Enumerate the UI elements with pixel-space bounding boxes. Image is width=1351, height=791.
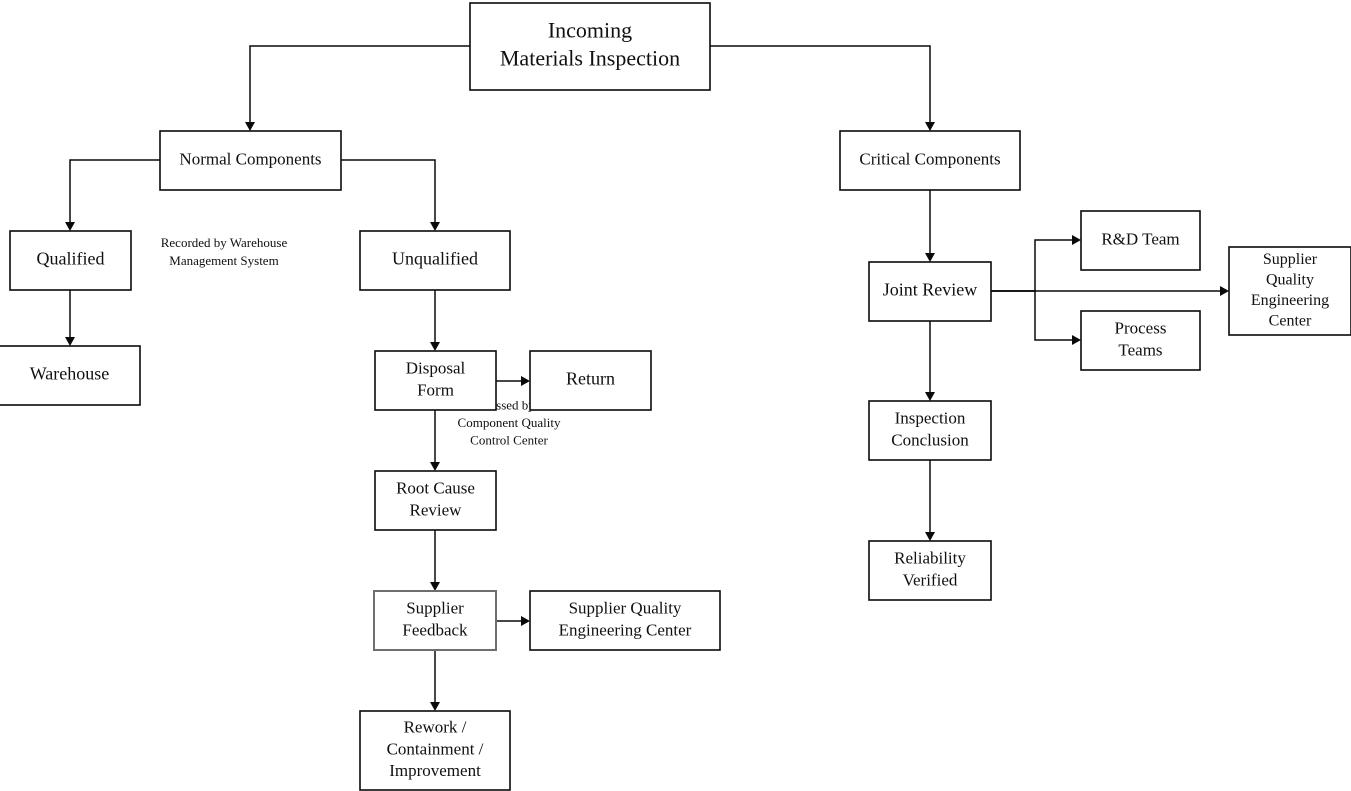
node-label: Engineering <box>1251 292 1329 309</box>
node-label: Form <box>417 380 454 399</box>
edge-label-line: Recorded by Warehouse <box>161 235 288 250</box>
edge-joint-review-to-inspection-conclusion <box>925 321 935 401</box>
node-box[interactable] <box>359 710 511 791</box>
node-label: Teams <box>1118 340 1162 359</box>
node-label: Incoming <box>548 17 632 42</box>
node-label: Rework / <box>404 718 467 737</box>
node-unqualified[interactable]: Unqualified <box>359 230 511 291</box>
node-label: Materials Inspection <box>500 46 680 71</box>
node-rework-containment-improvement[interactable]: Rework / Containment / Improvement <box>359 710 511 791</box>
edge-joint-review-to-process-teams <box>991 290 1081 345</box>
node-label: Supplier <box>406 599 464 618</box>
node-box[interactable] <box>374 470 497 531</box>
node-label: Feedback <box>402 620 468 639</box>
edge-unqualified-to-disposal <box>430 290 440 351</box>
node-box[interactable] <box>529 590 721 651</box>
edge-joint-review-to-rd-team <box>991 235 1081 292</box>
node-label: Critical Components <box>859 149 1000 168</box>
node-box[interactable] <box>1080 210 1201 271</box>
edge-normal-to-unqualified <box>341 159 440 231</box>
node-label: Unqualified <box>392 249 478 269</box>
edge-disposal-to-return <box>496 376 530 386</box>
node-label: Inspection <box>895 409 966 428</box>
node-return[interactable]: Return <box>529 350 652 411</box>
node-label: Supplier Quality <box>569 599 682 618</box>
edge-qualified-to-warehouse <box>65 290 75 346</box>
node-box[interactable] <box>0 345 141 406</box>
node-normal-components[interactable]: Normal Components <box>159 130 342 191</box>
node-label: Center <box>1269 312 1312 329</box>
node-label: Return <box>566 369 615 389</box>
node-joint-review[interactable]: Joint Review <box>868 261 992 322</box>
node-label: Root Cause <box>396 479 475 498</box>
node-qualified[interactable]: Qualified <box>9 230 132 291</box>
edge-inspection-conclusion-to-reliability <box>925 460 935 541</box>
node-label: Process <box>1115 319 1167 338</box>
node-box[interactable] <box>868 400 992 461</box>
node-label: Improvement <box>389 761 481 780</box>
node-label: Qualified <box>37 249 105 269</box>
node-box[interactable] <box>1228 246 1351 336</box>
node-label: Reliability <box>894 549 966 568</box>
node-label: Review <box>410 500 463 519</box>
edge-joint-review-to-sqec <box>991 286 1229 296</box>
node-box[interactable] <box>374 350 497 411</box>
node-critical-components[interactable]: Critical Components <box>839 130 1021 191</box>
node-label: Normal Components <box>179 149 321 168</box>
edge-label-line: Component Quality <box>458 415 561 430</box>
node-box[interactable] <box>9 230 132 291</box>
edge-root-to-normal <box>245 45 470 131</box>
node-warehouse[interactable]: Warehouse <box>0 345 141 406</box>
node-box[interactable] <box>529 350 652 411</box>
edge-critical-to-joint-review <box>925 190 935 262</box>
edge-supplier-feedback-to-rework <box>430 650 440 711</box>
edges-layer <box>65 45 1229 711</box>
node-label: Conclusion <box>891 430 969 449</box>
edge-label-line: Management System <box>169 253 278 268</box>
node-label: R&D Team <box>1101 229 1179 248</box>
node-label: Containment / <box>387 739 484 758</box>
node-box[interactable] <box>373 590 497 651</box>
node-box[interactable] <box>868 540 992 601</box>
node-rd-team[interactable]: R&D Team <box>1080 210 1201 271</box>
node-label: Engineering Center <box>559 620 692 639</box>
node-label: Disposal <box>406 359 466 378</box>
node-label: Supplier <box>1263 251 1318 268</box>
edge-root-cause-to-supplier-feedback <box>430 530 440 591</box>
edge-disposal-to-root-cause <box>430 410 440 471</box>
edge-normal-to-qualified <box>65 159 160 231</box>
node-box[interactable] <box>1080 310 1201 371</box>
node-label: Joint Review <box>883 280 978 300</box>
node-box[interactable] <box>469 2 711 91</box>
node-box[interactable] <box>359 230 511 291</box>
edge-supplier-feedback-to-sqec <box>496 616 530 626</box>
node-label: Verified <box>903 570 958 589</box>
node-label: Warehouse <box>30 364 110 384</box>
node-label: Quality <box>1266 271 1314 288</box>
node-box[interactable] <box>839 130 1021 191</box>
node-box[interactable] <box>868 261 992 322</box>
node-box[interactable] <box>159 130 342 191</box>
edge-label-line: Control Center <box>470 433 548 448</box>
edge-root-to-critical <box>710 45 935 131</box>
